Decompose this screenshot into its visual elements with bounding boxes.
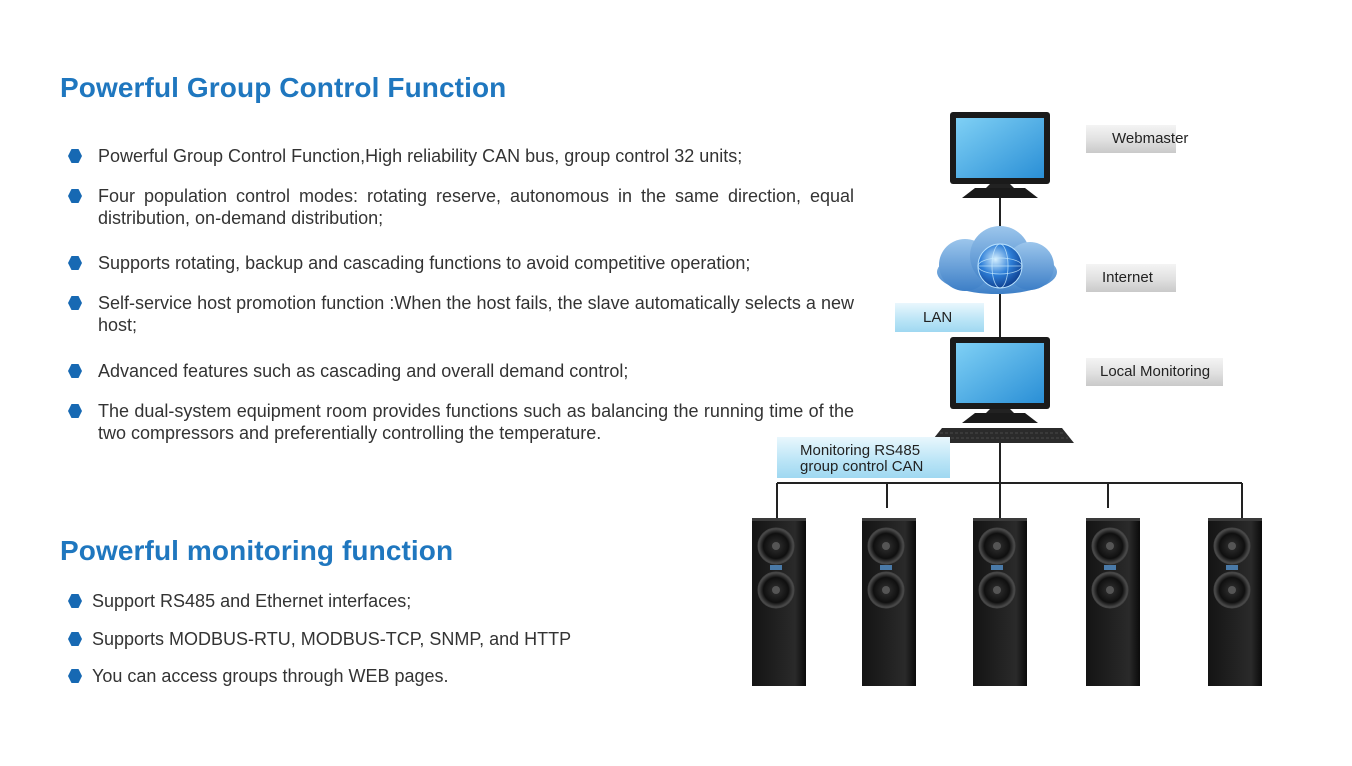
lan-label: LAN xyxy=(895,303,984,332)
list-item: Support RS485 and Ethernet interfaces; xyxy=(68,590,412,612)
bullet-hexagon-icon xyxy=(68,189,82,203)
list-item-text: Supports rotating, backup and cascading … xyxy=(98,253,751,273)
bullet-hexagon-icon xyxy=(68,594,82,608)
bullet-hexagon-icon xyxy=(68,149,82,163)
list-item-text: You can access groups through WEB pages. xyxy=(92,666,449,686)
ac-cabinet-icon xyxy=(1086,518,1140,686)
list-item: The dual-system equipment room provides … xyxy=(68,400,854,444)
bullet-hexagon-icon xyxy=(68,632,82,646)
bus-label-line1: Monitoring RS485 xyxy=(800,442,921,459)
list-item-text: Self-service host promotion function :Wh… xyxy=(98,293,854,335)
list-item-text: Advanced features such as cascading and … xyxy=(98,361,629,381)
section-title-monitoring: Powerful monitoring function xyxy=(60,535,454,566)
list-item-text: Four population control modes: rotating … xyxy=(98,186,854,228)
internet-cloud-icon xyxy=(937,226,1057,294)
local-monitoring-computer-icon xyxy=(930,337,1074,443)
list-item-text: The dual-system equipment room provides … xyxy=(98,401,854,443)
bus-label-line2: group control CAN xyxy=(800,458,924,475)
bus-label: Monitoring RS485 group control CAN xyxy=(777,437,950,478)
bullet-hexagon-icon xyxy=(68,669,82,683)
internet-label: Internet xyxy=(1086,264,1176,292)
list-item-text: Support RS485 and Ethernet interfaces; xyxy=(92,591,412,611)
list-item: Supports rotating, backup and cascading … xyxy=(68,252,854,274)
list-item-text: Supports MODBUS-RTU, MODBUS-TCP, SNMP, a… xyxy=(92,629,572,649)
bullet-hexagon-icon xyxy=(68,256,82,270)
ac-cabinet-icon xyxy=(973,518,1027,686)
list-item: Supports MODBUS-RTU, MODBUS-TCP, SNMP, a… xyxy=(68,628,572,650)
webmaster-monitor-icon xyxy=(950,112,1050,198)
bullet-hexagon-icon xyxy=(68,296,82,310)
section-title-group-control: Powerful Group Control Function xyxy=(60,72,507,103)
ac-cabinet-icon xyxy=(862,518,916,686)
webmaster-label: Webmaster xyxy=(1086,125,1188,153)
local-monitoring-label: Local Monitoring xyxy=(1086,358,1223,386)
bullet-hexagon-icon xyxy=(68,404,82,418)
bullet-hexagon-icon xyxy=(68,364,82,378)
list-item-text: Powerful Group Control Function,High rel… xyxy=(98,146,743,166)
list-item: Powerful Group Control Function,High rel… xyxy=(68,145,854,167)
list-item: Advanced features such as cascading and … xyxy=(68,360,854,382)
list-item: Self-service host promotion function :Wh… xyxy=(68,292,854,336)
list-item: Four population control modes: rotating … xyxy=(68,185,854,229)
ac-cabinet-icon xyxy=(752,518,806,686)
ac-cabinet-icon xyxy=(1208,518,1262,686)
list-item: You can access groups through WEB pages. xyxy=(68,665,449,687)
